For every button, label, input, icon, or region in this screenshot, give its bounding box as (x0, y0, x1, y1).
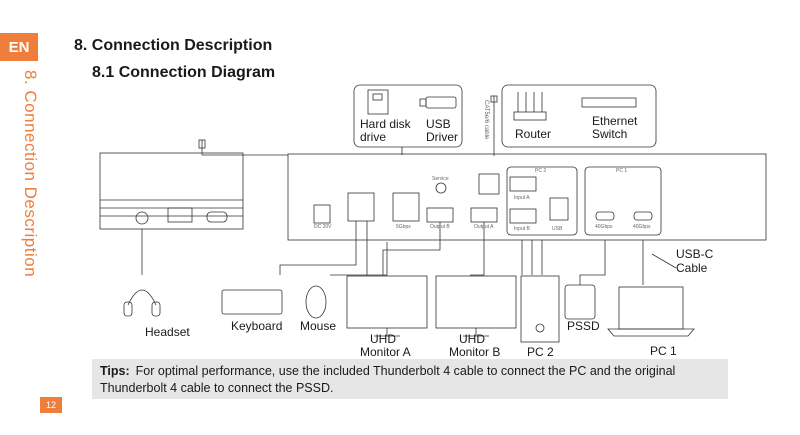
dc-label: DC 20V (314, 224, 332, 230)
front-panel (99, 152, 244, 230)
tb-port-2-label: 40Gbps (633, 224, 651, 230)
input-a-label: Input A (514, 195, 530, 201)
usb-5gbps-label: 5Gbps (396, 224, 411, 230)
mouse-label: Mouse (300, 319, 336, 333)
input-b-port (509, 208, 537, 224)
pssd-label: PSSD (567, 319, 600, 333)
switch-icon (581, 97, 637, 108)
ethernet-label-1: Ethernet (592, 114, 638, 128)
rear-panel (287, 153, 767, 241)
ethernet-label-2: Switch (592, 127, 627, 141)
page-number: 12 (40, 397, 62, 413)
input-a-port (509, 176, 537, 192)
tips-text: For optimal performance, use the include… (100, 364, 676, 395)
monitor-a-label-2: Monitor A (360, 345, 411, 359)
output-b-port (426, 207, 454, 223)
usbc-label-1: USB-C (676, 247, 714, 261)
service-button (435, 182, 447, 194)
keyboard-icon (221, 289, 283, 315)
pc1-group (584, 166, 662, 236)
tb-port-2 (633, 211, 653, 221)
panel-labels: DC 20V 5Gbps Output B Output A Service P… (314, 168, 651, 232)
hdd-icon (367, 89, 389, 115)
mouse-icon (305, 285, 327, 319)
front-usbc-port (206, 211, 228, 223)
side-tab: EN 8. Connection Description (0, 0, 58, 288)
pc2-group (506, 166, 578, 236)
usb-label: USB (552, 226, 563, 232)
front-usb-port (167, 207, 193, 223)
usb-label-2: Driver (426, 130, 458, 144)
pc1-tag: PC 1 (616, 168, 627, 174)
service-label: Service (432, 176, 449, 182)
usb-5gbps-port (392, 192, 420, 222)
subsection-heading: 8.1 Connection Diagram (92, 64, 276, 81)
headset-icon (127, 289, 157, 306)
usbc-label-2: Cable (676, 261, 708, 275)
device-labels: Hard disk drive USB Driver Router Ethern… (145, 100, 714, 359)
headset-jack-icon (135, 211, 149, 225)
monitor-b-icon (435, 275, 517, 329)
ethernet-port (478, 173, 500, 195)
hdd-label-2: drive (360, 130, 386, 144)
keyboard-port (347, 192, 375, 222)
pc2-usb-port (549, 197, 569, 221)
dc-port (313, 204, 331, 224)
monitor-b-label-2: Monitor B (449, 345, 500, 359)
tips-box: Tips:For optimal performance, use the in… (92, 359, 728, 399)
monitor-b-label-1: UHD (459, 332, 485, 346)
pssd-icon (564, 284, 596, 320)
storage-device-box (353, 84, 463, 148)
side-section-title: 8. Connection Description (21, 70, 40, 278)
pc2-tag: PC 2 (535, 168, 546, 174)
laptop-icon (618, 286, 684, 330)
monitor-a-icon (346, 275, 428, 329)
tips-label: Tips: (100, 364, 130, 378)
router-label: Router (515, 127, 551, 141)
cable-label: CAT5e/6 cable (483, 100, 489, 140)
monitor-a-label-1: UHD (370, 332, 396, 346)
output-a-label: Output A (474, 224, 494, 230)
input-b-label: Input B (514, 226, 531, 232)
pc1-label: PC 1 (650, 344, 677, 358)
hdd-label-1: Hard disk (360, 117, 412, 131)
pc2-icon (520, 275, 560, 343)
usb-label-1: USB (426, 117, 451, 131)
output-b-label: Output B (430, 224, 450, 230)
connection-diagram: DC 20V 5Gbps Output B Output A Service P… (99, 84, 767, 359)
language-badge: EN (0, 33, 38, 61)
network-device-box (501, 84, 657, 148)
keyboard-label: Keyboard (231, 319, 282, 333)
headset-label: Headset (145, 325, 190, 339)
router-icon (513, 111, 547, 121)
pc2-label: PC 2 (527, 345, 554, 359)
tb-port-1-label: 40Gbps (595, 224, 613, 230)
tb-port-1 (595, 211, 615, 221)
usb-stick-icon (425, 96, 457, 109)
output-a-port (470, 207, 498, 223)
section-heading: 8. Connection Description (74, 37, 273, 54)
